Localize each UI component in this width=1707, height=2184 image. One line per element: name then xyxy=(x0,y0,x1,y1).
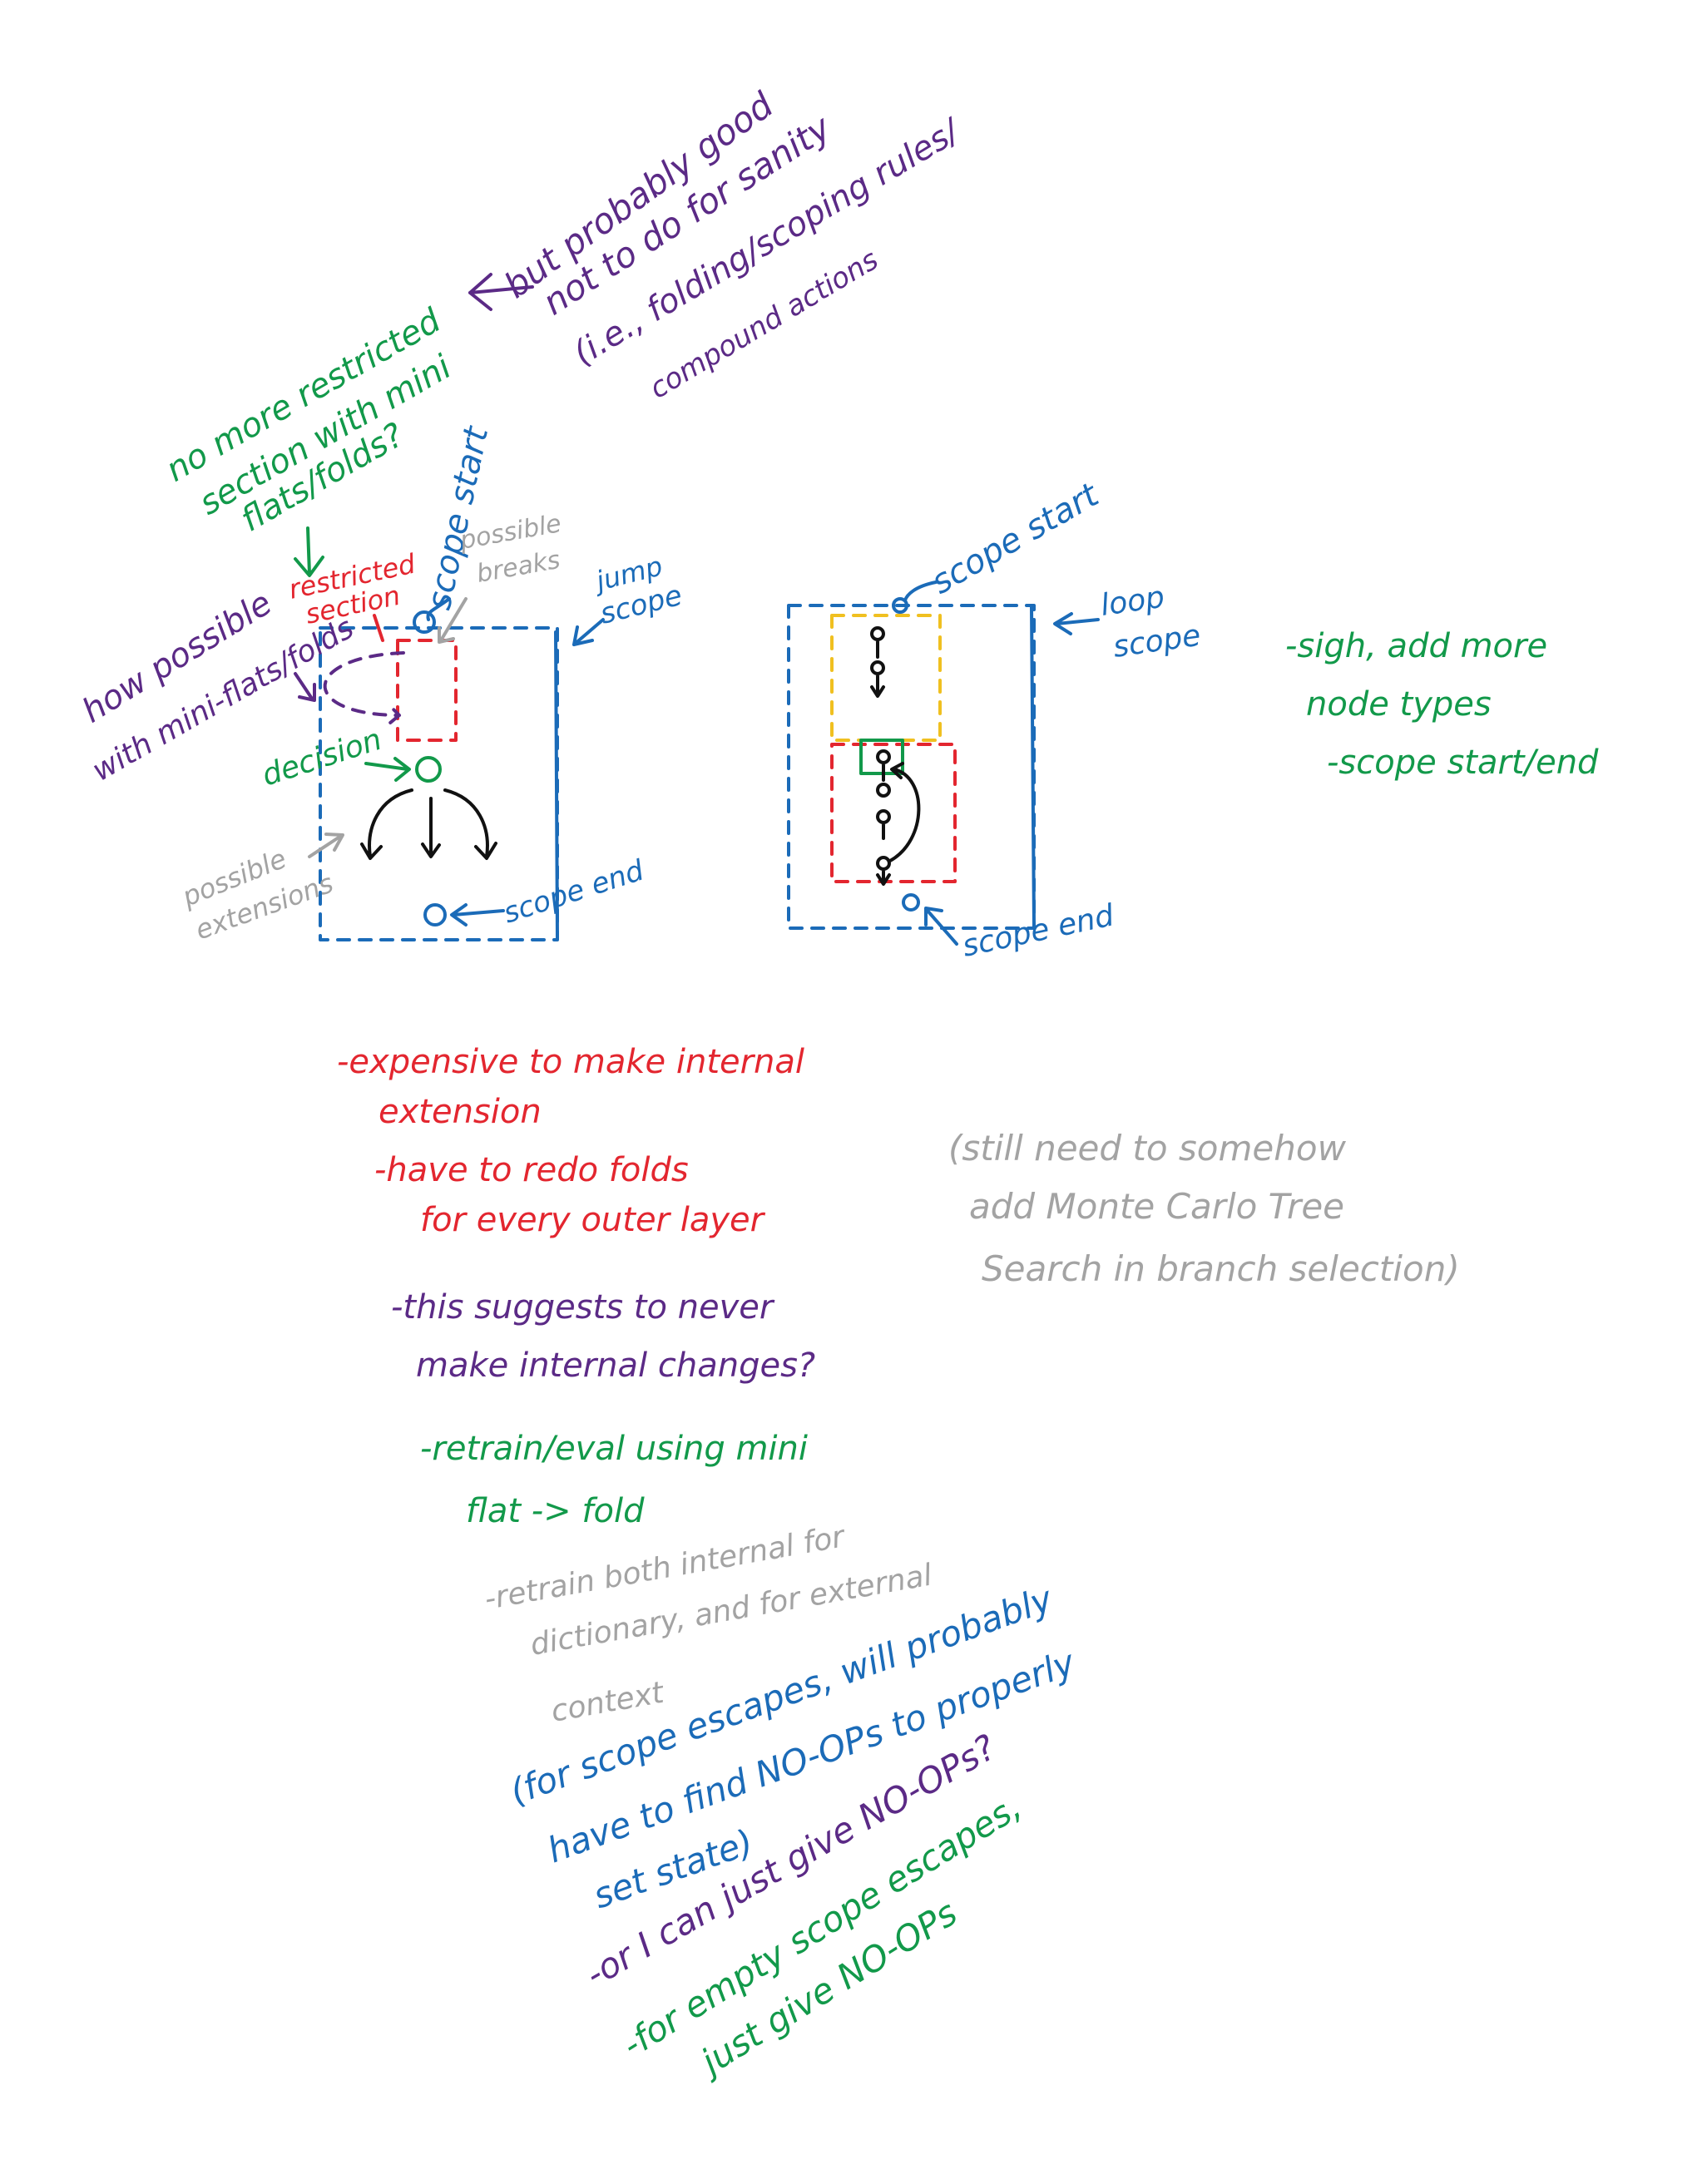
note-still-1: (still need to somehow xyxy=(948,1128,1347,1169)
arrow-green-icon xyxy=(364,757,411,782)
arrow-blue-2-icon xyxy=(450,903,505,926)
note-suggests-2: make internal changes? xyxy=(416,1346,815,1385)
yellow-section-box xyxy=(830,614,942,742)
note-suggests-1: -this suggests to never xyxy=(391,1288,775,1327)
jump-scope-right-edge xyxy=(554,630,559,940)
note-expensive-2: extension xyxy=(379,1093,542,1131)
note-retrain-2: flat -> fold xyxy=(466,1492,645,1530)
arrow-down-icon xyxy=(294,526,324,577)
sigh-note: -sigh, add more node types -scope start/… xyxy=(1285,627,1599,782)
label-decision: decision xyxy=(258,723,386,793)
note-sigh-3: -scope start/end xyxy=(1327,744,1599,782)
scope-start-node-right xyxy=(892,597,908,614)
escapes-notes: (for scope escapes, will probably have t… xyxy=(505,1578,1081,2084)
scope-end-node-right xyxy=(902,893,920,912)
label-loop-scope-1: loop xyxy=(1099,581,1167,623)
arrow-purple-icon xyxy=(294,672,316,702)
arrow-left-icon xyxy=(468,273,534,311)
red-section-box xyxy=(830,743,957,883)
scope-end-node xyxy=(423,903,447,926)
loop-scope-box xyxy=(787,604,1036,930)
arrow-blue-4-icon xyxy=(924,907,958,946)
restricted-section-box xyxy=(396,639,458,742)
pointer-line xyxy=(426,597,451,621)
note-still-3: Search in branch selection) xyxy=(982,1248,1460,1289)
note-still-2: add Monte Carlo Tree xyxy=(969,1186,1344,1227)
pointer-blue-right xyxy=(903,581,938,602)
no-more-note: no more restricted section with mini fla… xyxy=(160,301,458,577)
sanity-note: but probably good not to do for sanity (… xyxy=(468,84,969,406)
node-chain xyxy=(870,626,921,886)
label-scope-start-right: scope start xyxy=(925,476,1106,602)
note-redo-2: for every outer layer xyxy=(420,1201,766,1239)
loop-scope-diagram: scope start loop scope scope end xyxy=(787,476,1203,964)
label-loop-scope-2: scope xyxy=(1111,619,1203,665)
extension-arrow-right-icon xyxy=(443,788,497,860)
label-scope-end-left: scope end xyxy=(499,853,648,930)
extension-arrow-middle-icon xyxy=(421,797,441,858)
note-sigh-2: node types xyxy=(1306,685,1492,724)
lower-notes: -expensive to make internal extension -h… xyxy=(337,1043,935,1729)
note-retrain-1: -retrain/eval using mini xyxy=(420,1430,808,1468)
mcts-note: (still need to somehow add Monte Carlo T… xyxy=(948,1128,1460,1289)
arrow-gray-icon xyxy=(438,597,468,644)
mini-flats-curve xyxy=(323,651,405,725)
label-scope-end-right: scope end xyxy=(959,898,1117,964)
extension-arrow-left-icon xyxy=(360,788,413,860)
note-sigh-1: -sigh, add more xyxy=(1285,627,1547,665)
note-compound-actions: compound actions xyxy=(644,243,884,405)
label-possible-breaks-2: breaks xyxy=(474,546,562,589)
decision-node xyxy=(415,756,442,783)
arrow-blue-icon xyxy=(572,618,605,646)
loop-scope-right-edge xyxy=(1030,605,1036,926)
arrow-gray-2-icon xyxy=(308,833,344,858)
note-expensive-1: -expensive to make internal xyxy=(337,1043,804,1081)
pointer-red xyxy=(373,614,384,642)
note-redo-1: -have to redo folds xyxy=(374,1151,689,1189)
jump-scope-diagram: scope start possible breaks jump scope r… xyxy=(76,422,685,946)
scope-start-node xyxy=(413,610,436,634)
arrow-blue-3-icon xyxy=(1053,612,1100,635)
